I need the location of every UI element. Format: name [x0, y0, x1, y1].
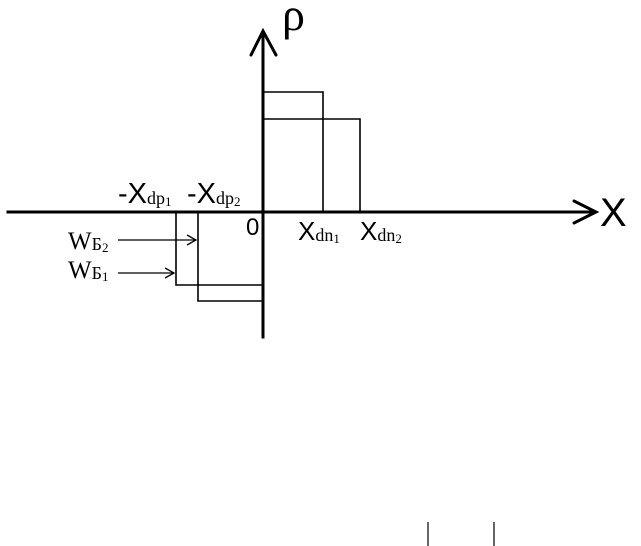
- x-dn2-index: 2: [395, 231, 402, 246]
- w-b2-prefix: W: [68, 228, 92, 255]
- w-b2-index: 2: [102, 240, 109, 255]
- x-dp1-prefix: -X: [118, 178, 147, 210]
- x-dn1-label: Xdn1: [298, 216, 340, 246]
- x-dn2-prefix: X: [360, 216, 377, 246]
- origin-label: 0: [246, 214, 259, 241]
- w-b1-index: 1: [102, 269, 109, 284]
- n-region-2-block: [263, 118, 361, 212]
- x-dn1-index: 1: [333, 231, 340, 246]
- x-dp2-index: 2: [234, 194, 241, 209]
- x-dn1-sub: dn: [315, 225, 333, 245]
- x-dp1-sub: dp: [147, 188, 165, 208]
- x-dp2-prefix: -X: [187, 178, 216, 210]
- x-axis-label: X: [600, 191, 627, 235]
- x-dn2-label: Xdn2: [360, 216, 402, 246]
- w-b2-pointer-arrowhead: [186, 234, 198, 246]
- rho-axis-label: ρ: [282, 0, 305, 40]
- w-b1-label: WБ1: [68, 257, 108, 284]
- x-dn1-prefix: X: [298, 216, 315, 246]
- w-b1-sub: Б: [92, 263, 102, 283]
- x-dp2-label: -Xdp2: [187, 178, 241, 210]
- rho-axis-arrowhead: [249, 27, 278, 57]
- x-dn2-sub: dn: [377, 225, 395, 245]
- p-region-2-block: [197, 212, 263, 302]
- w-b2-label: WБ2: [68, 228, 108, 255]
- x-dp1-label: -Xdp1: [118, 178, 172, 210]
- w-b1-prefix: W: [68, 257, 92, 284]
- w-b2-sub: Б: [92, 234, 102, 254]
- x-dp2-sub: dp: [216, 188, 234, 208]
- w-b1-pointer-arrowhead: [164, 267, 176, 279]
- x-dp1-index: 1: [165, 194, 172, 209]
- n-region-1-block: [263, 91, 324, 212]
- p-region-1-block: [175, 212, 263, 286]
- x-axis-arrowhead: [572, 199, 600, 225]
